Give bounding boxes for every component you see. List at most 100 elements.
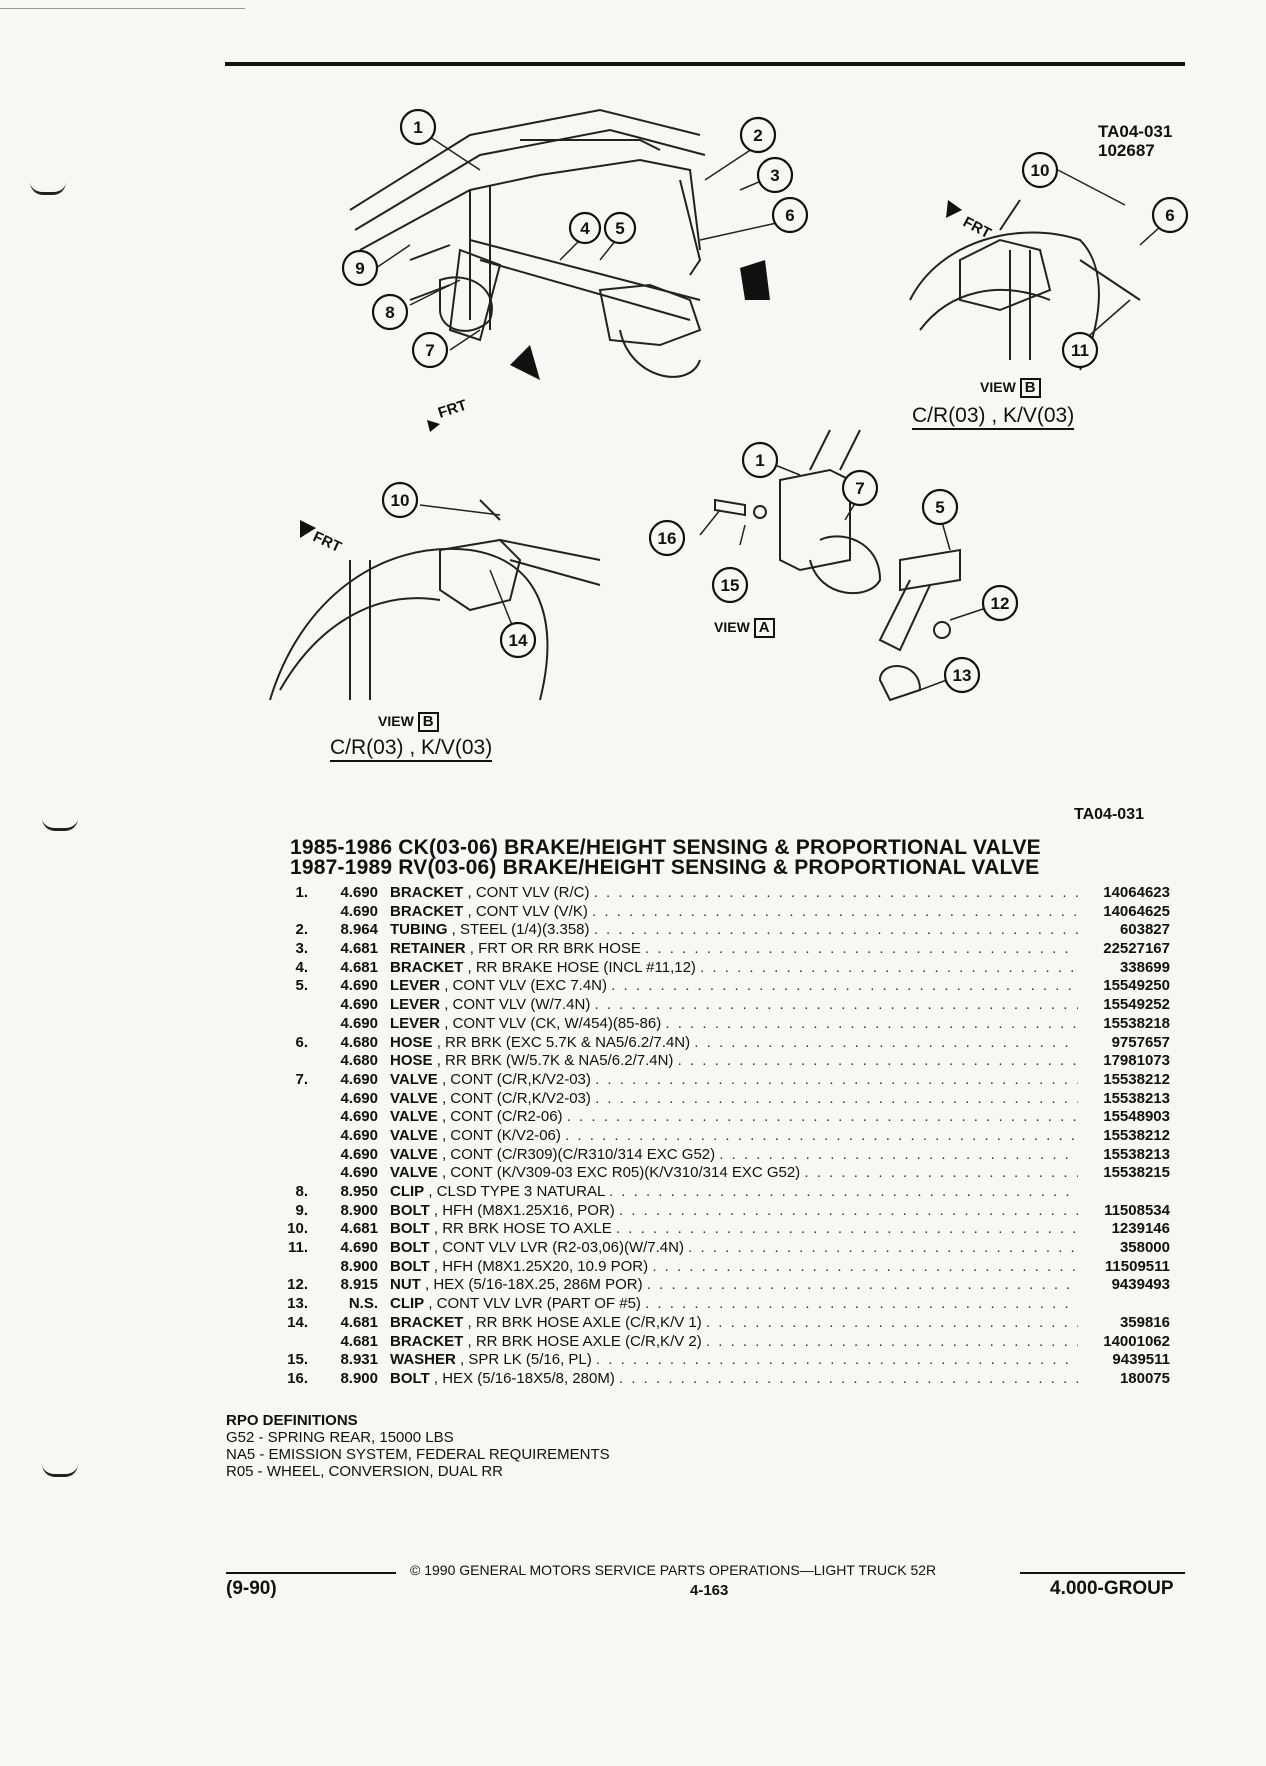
callout-16: 16 (658, 529, 677, 548)
part-description: VALVE , CONT (C/R2-06) . . . . . . . . .… (390, 1108, 1078, 1125)
callout-13: 13 (953, 666, 972, 685)
leader-dots: . . . . . . . . . . . . . . . . . . . . … (595, 1351, 1078, 1369)
group-number: 4.690 (340, 1145, 378, 1163)
part-name: BRACKET (390, 1313, 464, 1331)
part-number: 15538212 (1103, 1070, 1170, 1088)
callout-15: 15 (721, 576, 740, 595)
callout-1-view-a: 1 (755, 451, 764, 470)
part-description: VALVE , CONT (C/R,K/V2-03) . . . . . . .… (390, 1071, 1078, 1088)
callout-2: 2 (753, 126, 762, 145)
part-number: 22527167 (1103, 940, 1170, 958)
leader-dots: . . . . . . . . . . . . . . . . . . . . … (652, 1257, 1078, 1275)
item-number: 8. (295, 1183, 308, 1200)
group-number: 4.690 (340, 884, 378, 901)
part-detail: , CONT (C/R,K/V2-03) (441, 1070, 591, 1088)
rpo-definitions: RPO DEFINITIONS G52 - SPRING REAR, 15000… (226, 1412, 610, 1480)
item-number: 13. (287, 1295, 308, 1313)
part-number: 338699 (1119, 958, 1170, 976)
leader-dots: . . . . . . . . . . . . . . . . . . . . … (700, 958, 1078, 976)
part-number: 15538213 (1103, 1089, 1170, 1107)
part-name: VALVE (390, 1089, 438, 1107)
part-detail: , RR BRK HOSE AXLE (C/R,K/V 2) (467, 1332, 702, 1350)
part-name: CLIP (390, 1183, 425, 1200)
part-detail: , CONT VLV LVR (PART OF #5) (428, 1295, 641, 1313)
item-number: 16. (287, 1369, 308, 1387)
part-number: 14064623 (1103, 884, 1170, 901)
part-detail: , CONT (C/R309)(C/R310/314 EXC G52) (441, 1145, 716, 1163)
table-row: 4.690 VALVE , CONT (C/R,K/V2-03) . . . . … (270, 1090, 1170, 1109)
part-detail: , CONT VLV (R/C) (467, 884, 590, 901)
part-name: BOLT (390, 1201, 430, 1219)
group-number: 8.900 (340, 1369, 378, 1387)
part-description: LEVER , CONT VLV (CK, W/454)(85-86) . . … (390, 1015, 1078, 1032)
group-number: 4.690 (340, 1089, 378, 1107)
part-number: 14001062 (1103, 1332, 1170, 1350)
group-number: 4.681 (340, 958, 378, 976)
part-detail: , CONT VLV (EXC 7.4N) (444, 977, 608, 995)
part-description: LEVER , CONT VLV (EXC 7.4N) . . . . . . … (390, 977, 1078, 994)
part-number: 11509511 (1104, 1257, 1170, 1275)
item-number: 14. (287, 1313, 308, 1331)
section-title-2: 1987-1989 RV(03-06) BRAKE/HEIGHT SENSING… (290, 856, 1040, 879)
callout-4: 4 (580, 219, 590, 238)
callout-7: 7 (425, 341, 434, 360)
part-number: 17981073 (1103, 1052, 1170, 1070)
group-number: 8.915 (340, 1276, 378, 1294)
part-name: RETAINER (390, 940, 466, 958)
part-description: TUBING , STEEL (1/4)(3.358) . . . . . . … (390, 921, 1078, 938)
part-name: LEVER (390, 977, 441, 995)
leader-dots: . . . . . . . . . . . . . . . . . . . . … (592, 902, 1078, 920)
part-number: 15538218 (1103, 1014, 1170, 1032)
group-number: 4.690 (340, 977, 378, 995)
part-number: 15548903 (1103, 1108, 1170, 1126)
group-number: 4.690 (340, 1108, 378, 1126)
part-description: VALVE , CONT (C/R,K/V2-03) . . . . . . .… (390, 1090, 1078, 1107)
leader-dots: . . . . . . . . . . . . . . . . . . . . … (593, 921, 1078, 939)
figure-code-bottom: TA04-031 (1074, 806, 1144, 823)
part-name: CLIP (390, 1295, 425, 1313)
part-description: CLIP , CLSD TYPE 3 NATURAL . . . . . . .… (390, 1183, 1078, 1200)
part-detail: , CONT (K/V2-06) (441, 1126, 561, 1144)
leader-dots: . . . . . . . . . . . . . . . . . . . . … (618, 1201, 1078, 1219)
leader-dots: . . . . . . . . . . . . . . . . . . . . … (566, 1108, 1078, 1126)
callout-10: 10 (1031, 161, 1050, 180)
table-row: 4.690 LEVER , CONT VLV (CK, W/454)(85-86)… (270, 1015, 1170, 1034)
part-detail: , HFH (M8X1.25X16, POR) (433, 1201, 615, 1219)
part-name: BOLT (390, 1369, 430, 1387)
part-name: WASHER (390, 1351, 456, 1369)
callout-7-view-a: 7 (855, 479, 864, 498)
leader-dots: . . . . . . . . . . . . . . . . . . . . … (595, 1070, 1078, 1088)
rpo-line: NA5 - EMISSION SYSTEM, FEDERAL REQUIREME… (226, 1446, 610, 1463)
part-name: VALVE (390, 1108, 438, 1126)
item-number: 1. (295, 884, 308, 901)
variant-caption-lower: C/R(03) , K/V(03) (330, 736, 493, 762)
footer-rule-left (226, 1572, 396, 1574)
section-title-1: 1985-1986 CK(03-06) BRAKE/HEIGHT SENSING… (290, 836, 1041, 859)
group-number: 4.681 (340, 1332, 378, 1350)
rpo-heading: RPO DEFINITIONS (226, 1412, 358, 1429)
part-description: WASHER , SPR LK (5/16, PL) . . . . . . .… (390, 1351, 1078, 1368)
callout-3: 3 (770, 166, 779, 185)
part-detail: , SPR LK (5/16, PL) (460, 1351, 592, 1369)
leader-dots: . . . . . . . . . . . . . . . . . . . . … (719, 1145, 1078, 1163)
part-description: CLIP , CONT VLV LVR (PART OF #5) . . . .… (390, 1295, 1078, 1312)
header-rule (225, 62, 1185, 66)
part-name: BRACKET (390, 958, 464, 976)
part-name: TUBING (390, 921, 448, 939)
group-number: 4.690 (340, 1014, 378, 1032)
item-number: 9. (295, 1201, 308, 1219)
part-name: BRACKET (390, 902, 464, 920)
scan-corner-line (0, 8, 245, 9)
figure-code-sub: 102687 (1098, 141, 1155, 160)
